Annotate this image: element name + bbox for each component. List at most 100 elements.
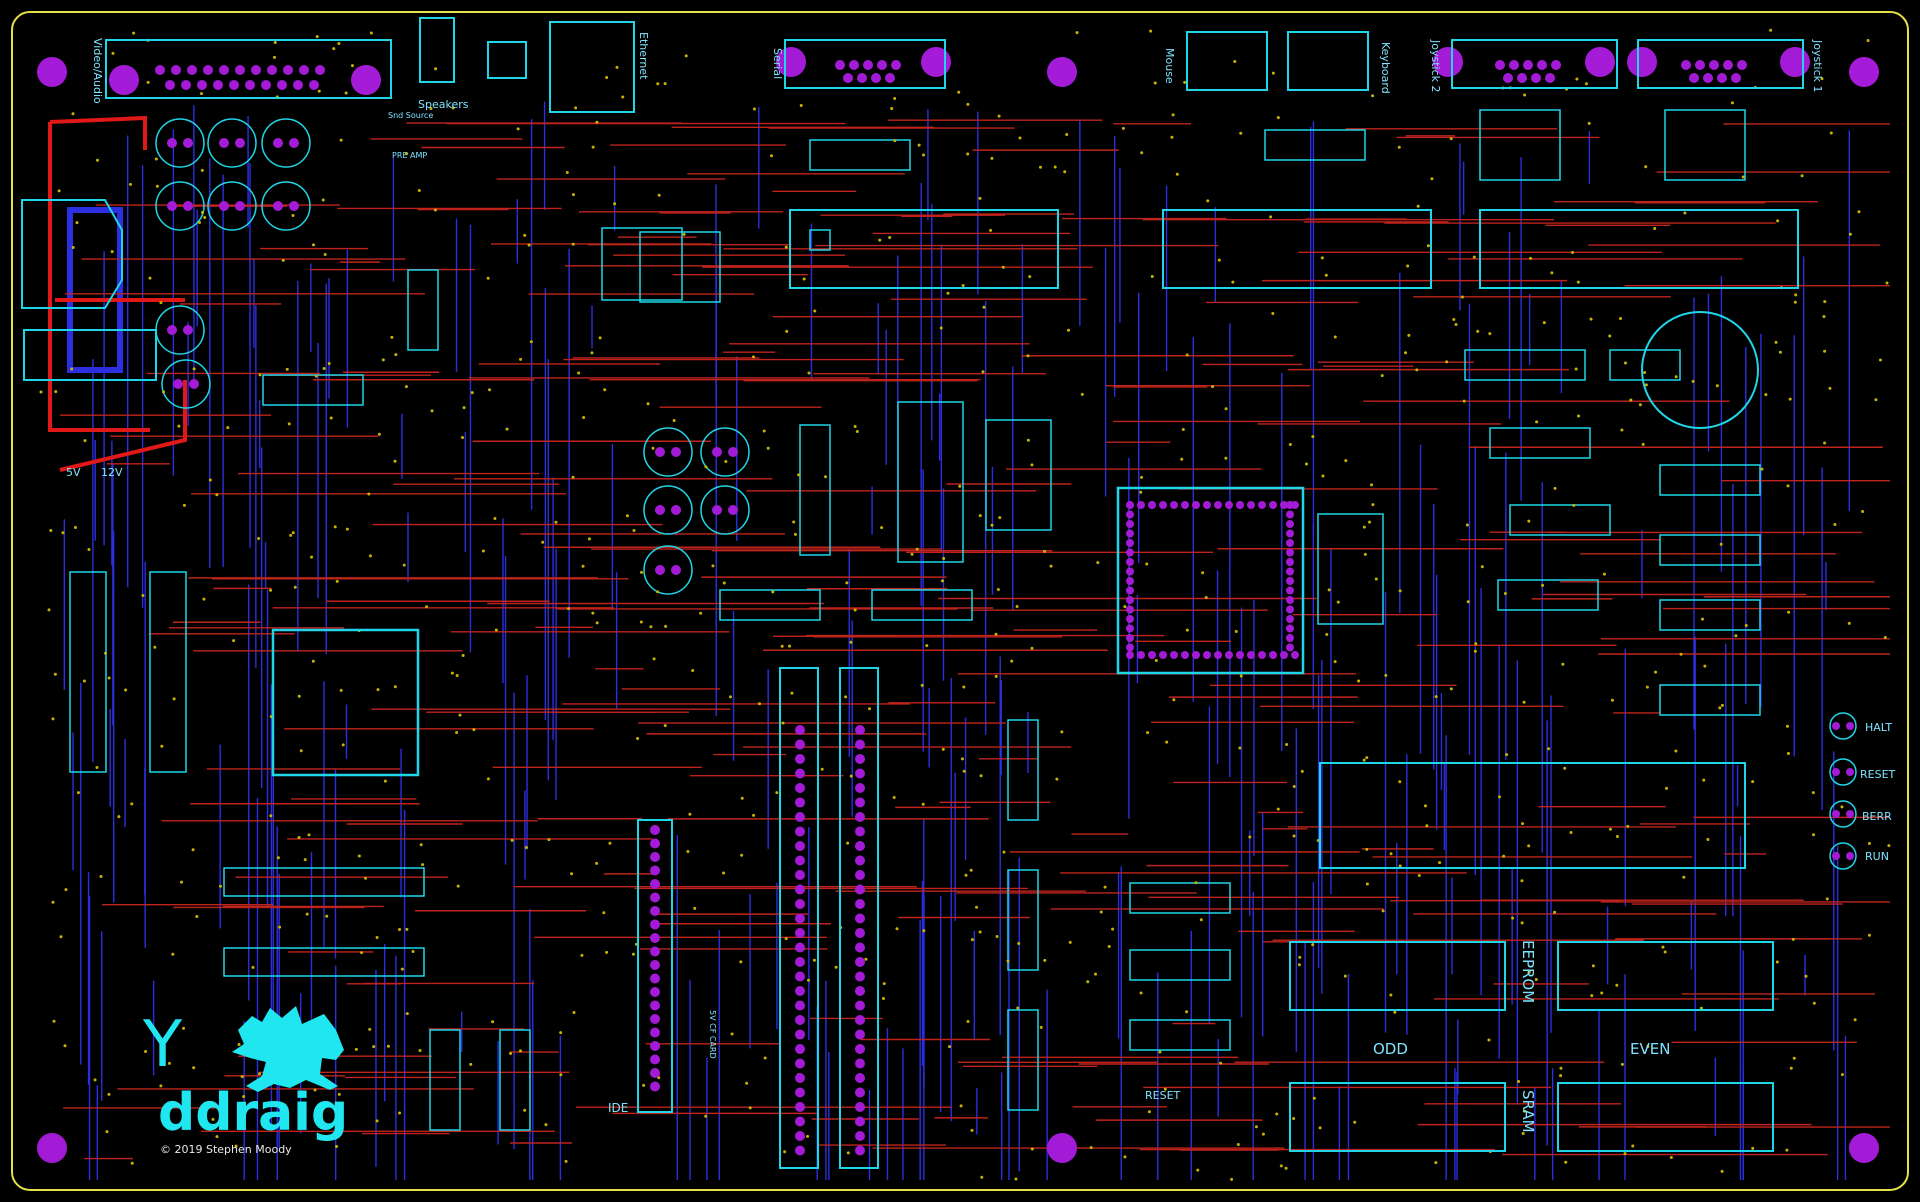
via [393, 459, 397, 463]
via [293, 585, 297, 589]
via [1769, 28, 1773, 32]
via [337, 42, 341, 46]
via [1363, 552, 1367, 556]
via [766, 446, 770, 450]
via [203, 215, 207, 219]
pad [855, 942, 865, 953]
via [332, 47, 336, 51]
via [571, 193, 575, 197]
pad [1126, 510, 1134, 519]
pad [171, 65, 181, 75]
via [1823, 300, 1827, 304]
pad [293, 80, 303, 90]
pad [1126, 529, 1134, 538]
via [1344, 459, 1348, 463]
via [350, 64, 354, 68]
pad [855, 928, 865, 938]
via [1015, 604, 1019, 608]
via [1452, 318, 1456, 322]
via [978, 196, 982, 200]
pad [795, 870, 805, 880]
pad [1148, 501, 1156, 509]
via [806, 1134, 810, 1138]
via [309, 1021, 313, 1025]
via [64, 888, 68, 892]
via [405, 152, 409, 156]
pad [1192, 651, 1200, 659]
pad [855, 1102, 865, 1112]
via [541, 540, 545, 544]
led [1829, 842, 1857, 870]
via [1674, 749, 1678, 753]
pad [855, 797, 865, 808]
via [1522, 1109, 1526, 1113]
pad [650, 838, 660, 849]
via [893, 139, 897, 143]
via [615, 65, 619, 69]
via [1857, 210, 1861, 214]
via [813, 309, 817, 313]
via [1804, 974, 1808, 978]
via [640, 570, 644, 574]
via [969, 868, 973, 872]
pad [795, 725, 805, 735]
pad [795, 1058, 805, 1069]
via [1165, 740, 1169, 744]
via [486, 276, 490, 280]
pad [181, 80, 191, 90]
via [1365, 882, 1369, 886]
via [570, 872, 574, 876]
via [323, 1036, 327, 1040]
via [52, 1019, 56, 1023]
pad [1236, 501, 1244, 509]
board-outline [11, 11, 1909, 1191]
pad [650, 906, 660, 916]
via [881, 996, 885, 1000]
pad [795, 1029, 805, 1040]
pad [1703, 73, 1713, 83]
pad [795, 768, 805, 779]
via [523, 1108, 527, 1112]
via [1840, 1073, 1844, 1077]
via [781, 721, 785, 725]
via [1150, 274, 1154, 278]
pad [650, 865, 660, 876]
via [1407, 333, 1411, 337]
pad [229, 80, 239, 90]
via [895, 927, 899, 931]
via [853, 608, 857, 612]
via [845, 581, 849, 585]
ground-trace [67, 207, 123, 373]
pad [1286, 510, 1294, 519]
pad [1689, 73, 1699, 83]
via [1365, 756, 1369, 760]
via [1145, 562, 1149, 566]
via [1321, 474, 1325, 478]
via [1825, 897, 1829, 901]
pad [277, 80, 287, 90]
via [989, 228, 993, 232]
pad [795, 1145, 805, 1156]
via [1374, 577, 1378, 581]
via [1883, 635, 1887, 639]
via [368, 554, 372, 558]
pad [795, 1015, 805, 1025]
via [1026, 354, 1030, 358]
via [1139, 490, 1143, 494]
pad [855, 812, 865, 822]
via [461, 654, 465, 658]
pad [183, 138, 193, 148]
via [321, 198, 325, 202]
via [417, 189, 421, 193]
via [1774, 340, 1778, 344]
via [970, 1128, 974, 1132]
via [182, 503, 186, 507]
via [354, 1047, 358, 1051]
via [215, 1135, 219, 1139]
pad [1126, 605, 1134, 614]
via [1503, 592, 1507, 596]
pad [795, 971, 805, 982]
via [1487, 1038, 1491, 1042]
ic-chip [1664, 109, 1746, 181]
